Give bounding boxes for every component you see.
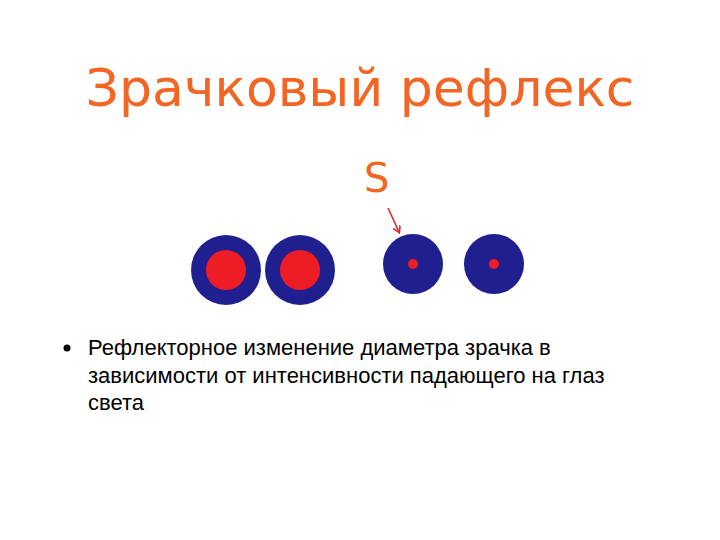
iris <box>464 234 524 294</box>
slide-title: Зрачковый рефлекс <box>0 58 720 118</box>
light-arrow <box>388 208 399 232</box>
pupil-narrow <box>408 259 418 269</box>
bullet <box>64 345 71 352</box>
iris <box>383 234 443 294</box>
stimulus-label: S <box>364 158 389 198</box>
pupil-wide <box>206 250 246 290</box>
pupil-wide <box>280 250 320 290</box>
iris <box>191 235 261 305</box>
definition-text: Рефлекторное изменение диаметра зрачка в… <box>88 334 658 417</box>
pupil-narrow <box>489 259 499 269</box>
iris <box>265 235 335 305</box>
